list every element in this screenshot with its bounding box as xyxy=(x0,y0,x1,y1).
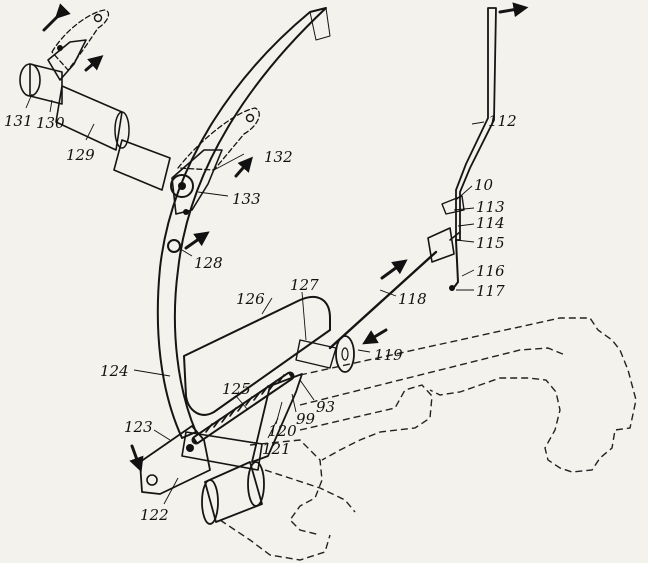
upper-bracket xyxy=(47,9,110,81)
label-126: 126 xyxy=(236,290,265,308)
base-bracket xyxy=(139,425,265,525)
label-127: 127 xyxy=(290,276,319,294)
shaft-129 xyxy=(19,63,171,191)
label-10: 10 xyxy=(474,176,494,194)
label-113: 113 xyxy=(476,198,505,216)
label-130: 130 xyxy=(36,114,65,132)
curved-lever-arm xyxy=(156,7,331,439)
label-117: 117 xyxy=(476,282,505,300)
spring-127 xyxy=(295,339,337,369)
label-121: 121 xyxy=(262,440,291,458)
lower-bracket xyxy=(170,107,260,215)
label-118: 118 xyxy=(398,290,427,308)
label-131: 131 xyxy=(4,112,33,130)
label-93: 93 xyxy=(316,398,335,416)
disc-119 xyxy=(335,335,355,373)
label-115: 115 xyxy=(476,234,505,252)
label-119: 119 xyxy=(374,346,403,364)
label-129: 129 xyxy=(66,146,95,164)
label-133: 133 xyxy=(232,190,261,208)
spring-125 xyxy=(191,371,295,445)
label-123: 123 xyxy=(124,418,153,436)
dashed-engine-outline xyxy=(219,317,637,561)
part-labels: 131 130 129 132 133 128 126 127 124 125 … xyxy=(4,112,517,524)
label-120: 120 xyxy=(268,422,297,440)
label-116: 116 xyxy=(476,262,505,280)
label-99: 99 xyxy=(296,410,316,428)
rod-118 xyxy=(328,250,438,350)
label-125: 125 xyxy=(222,380,251,398)
leader-lines xyxy=(25,93,485,505)
label-114: 114 xyxy=(476,214,505,232)
pin-128 xyxy=(167,239,181,253)
lever-120 xyxy=(251,373,303,463)
label-132: 132 xyxy=(264,148,293,166)
plate-126 xyxy=(183,295,331,416)
label-122: 122 xyxy=(140,506,169,524)
label-124: 124 xyxy=(100,362,129,380)
motion-arrows xyxy=(42,2,529,473)
label-112: 112 xyxy=(488,112,517,130)
label-128: 128 xyxy=(194,254,223,272)
